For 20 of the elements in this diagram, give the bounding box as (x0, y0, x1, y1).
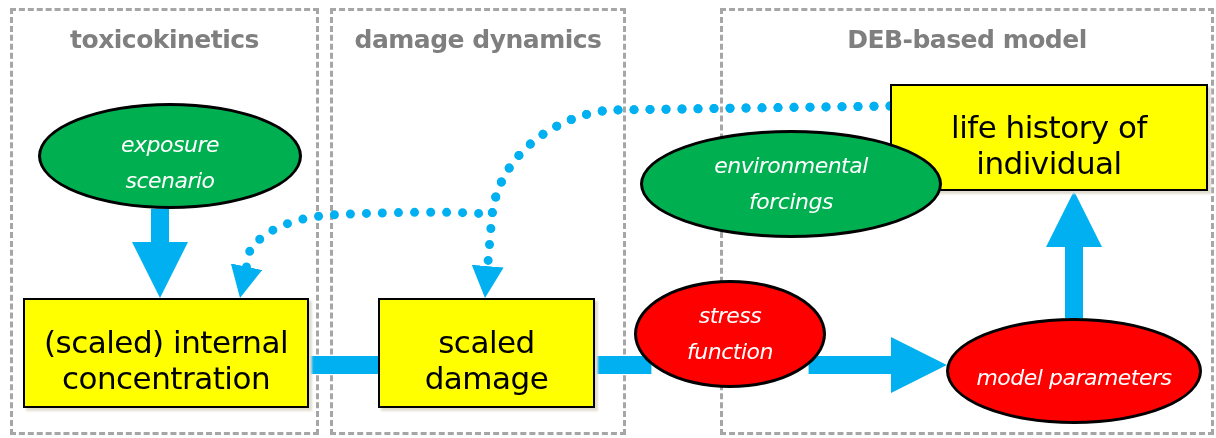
process-box (378, 298, 595, 408)
process-box (23, 298, 309, 408)
node-label: life history of individual (950, 108, 1149, 181)
node-label: (scaled) internal concentration (42, 324, 289, 396)
node-label: stress function (686, 302, 774, 366)
connector-line (595, 356, 652, 374)
output-box (890, 84, 1208, 191)
node-label: exposure scenario (120, 131, 220, 195)
arrow (1046, 191, 1102, 318)
node-label: environmental forcings (713, 152, 870, 216)
arrow (808, 337, 947, 393)
section-panel (330, 8, 626, 435)
section-heading: damage dynamics (354, 25, 602, 54)
connector-line (309, 356, 378, 374)
section-heading: DEB-based model (847, 25, 1087, 54)
arrow (132, 208, 188, 298)
node-label: scaled damage (423, 324, 550, 396)
section-panel (10, 8, 319, 435)
node-label: model parameters (975, 364, 1173, 392)
section-heading: toxicokinetics (70, 25, 259, 54)
